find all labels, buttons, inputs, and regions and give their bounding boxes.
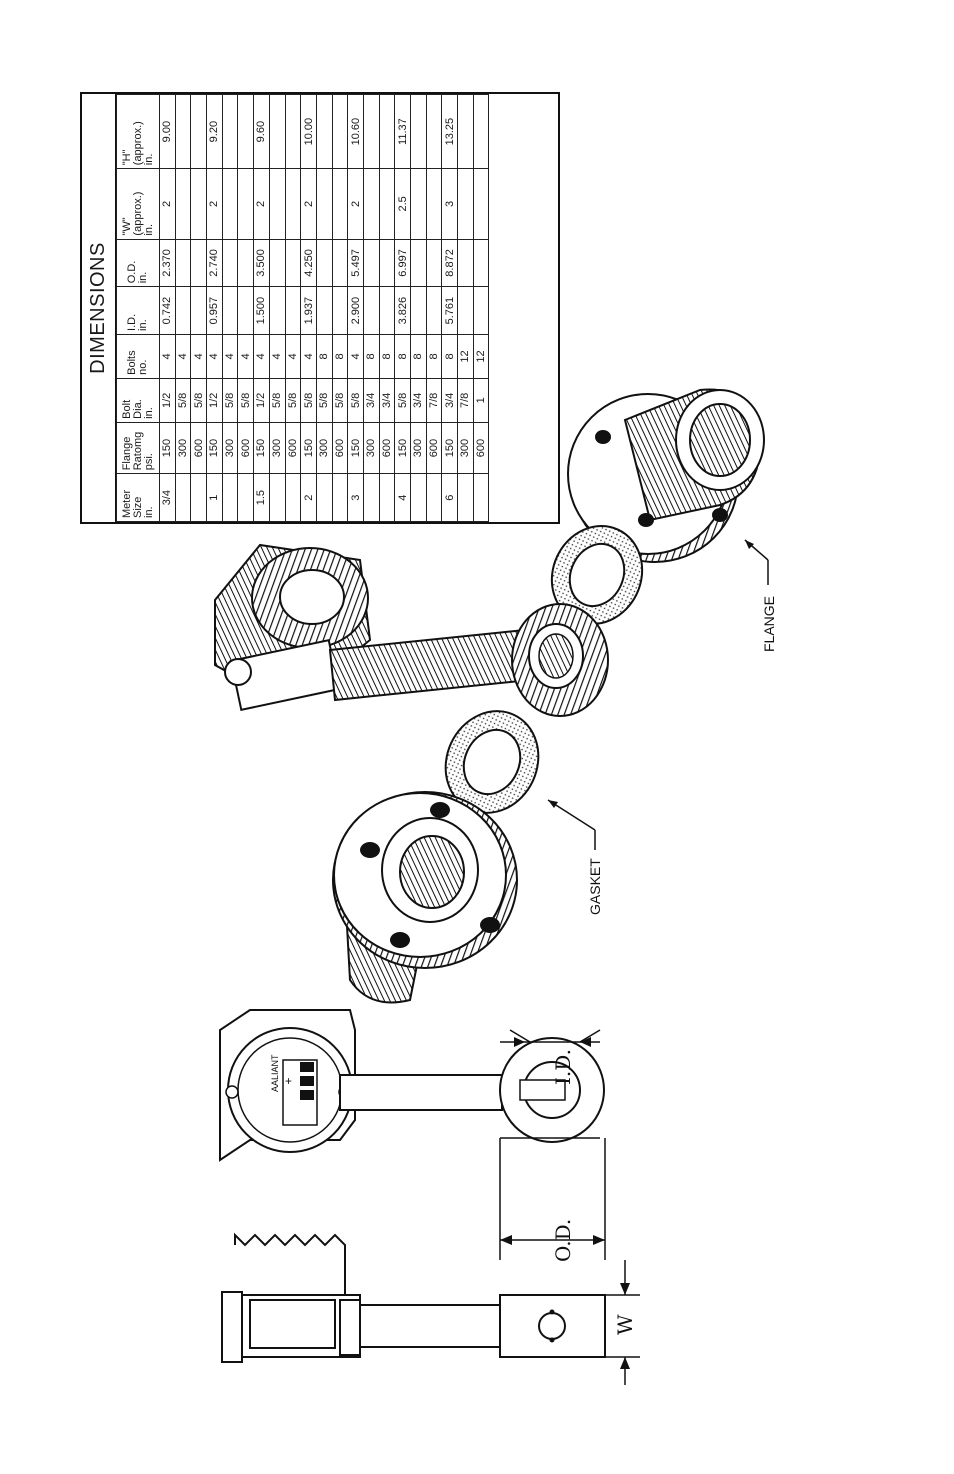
brand-label: AALIANT: [270, 1054, 280, 1092]
gasket-left: [444, 710, 540, 814]
flange-left: [332, 791, 518, 1004]
front-view: AALIANT + I.D. O.D.: [219, 1009, 606, 1262]
meter-probe-assembly: [214, 543, 609, 717]
w-label: W: [613, 1314, 637, 1335]
flange-callout: FLANGE: [744, 539, 777, 652]
gasket-callout: GASKET: [547, 799, 603, 915]
id-label: I.D.: [551, 1049, 575, 1085]
gasket-label: GASKET: [587, 858, 603, 915]
flange-label: FLANGE: [761, 596, 777, 652]
side-view: W: [221, 1232, 640, 1385]
svg-text:+: +: [285, 1074, 292, 1088]
flange-right: [567, 388, 765, 563]
od-label: O.D.: [551, 1219, 575, 1262]
